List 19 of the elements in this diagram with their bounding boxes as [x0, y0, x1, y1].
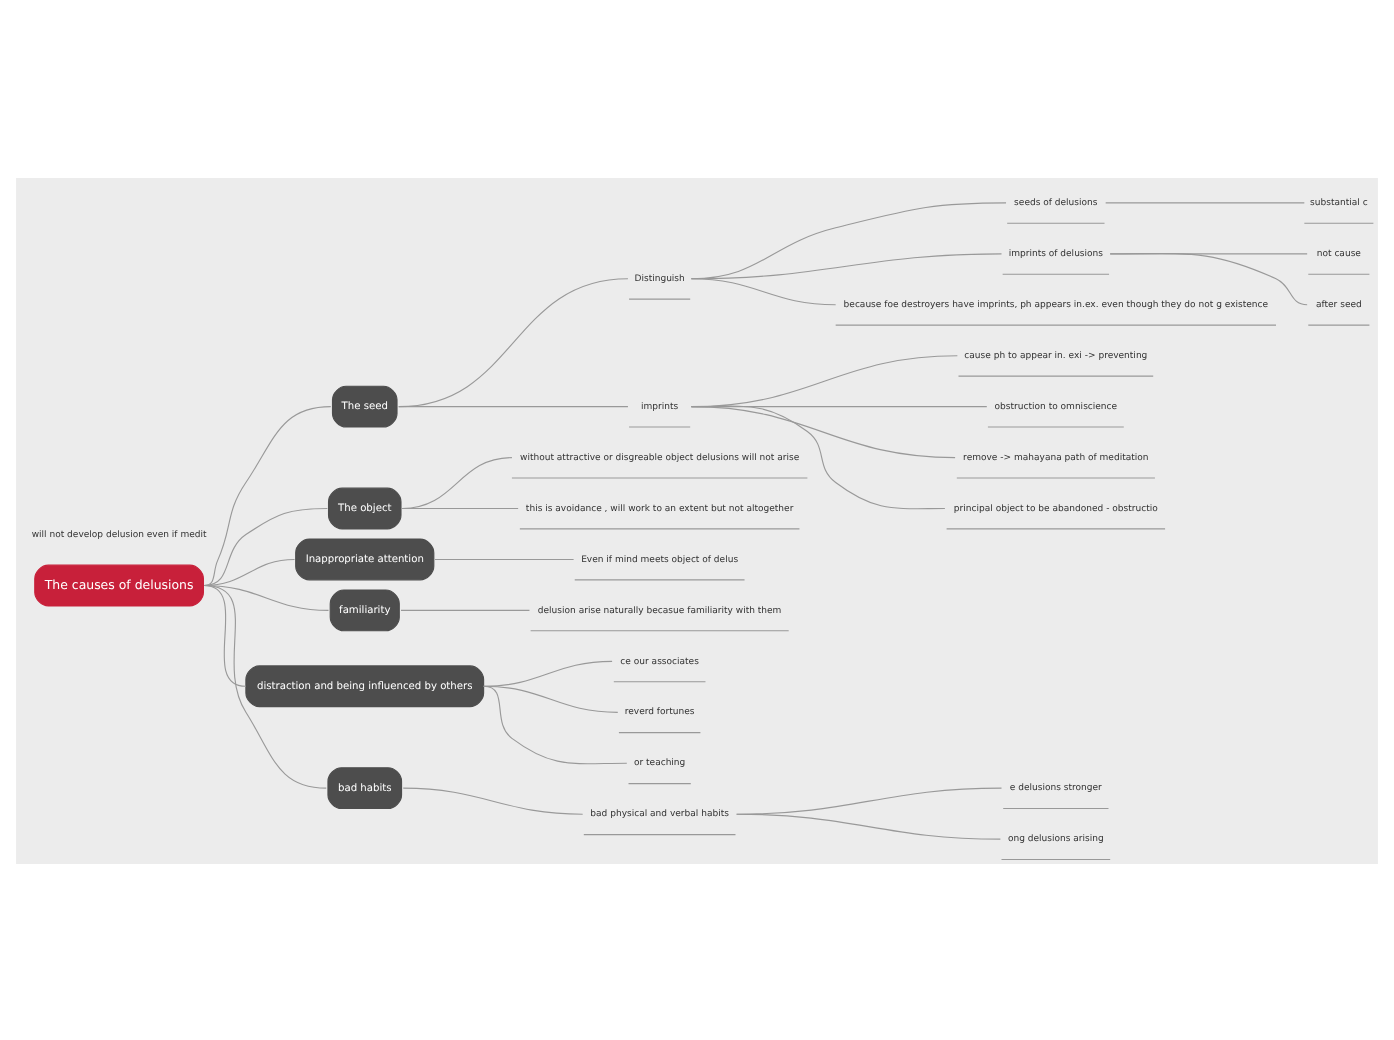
connector: [401, 507, 519, 509]
connector: [434, 557, 575, 560]
connector: [690, 277, 837, 305]
connector: [398, 405, 629, 407]
connector: [483, 659, 613, 686]
connector: [1109, 251, 1308, 305]
connector: [203, 583, 327, 788]
connector: [400, 608, 531, 610]
connector: [736, 812, 1001, 839]
connector: [1105, 201, 1305, 203]
connector: [483, 684, 619, 712]
connector: [483, 684, 628, 764]
connector: [402, 786, 584, 814]
connector: [203, 583, 247, 686]
connector: [736, 786, 1003, 814]
connector: [690, 404, 946, 509]
connector: [203, 405, 332, 586]
connector: [203, 507, 328, 586]
connector: [398, 277, 629, 407]
